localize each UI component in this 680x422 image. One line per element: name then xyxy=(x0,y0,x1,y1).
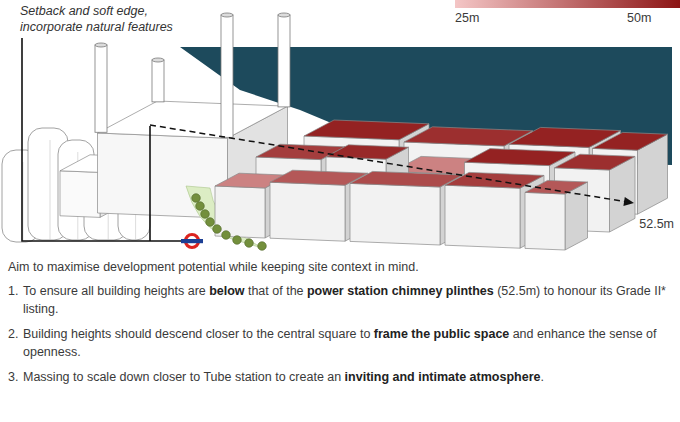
chimney-shaft xyxy=(221,15,233,137)
list-item: 3. Massing to scale down closer to Tube s… xyxy=(8,368,672,386)
height-datum-line xyxy=(150,125,626,202)
power-station xyxy=(60,13,290,218)
building-front xyxy=(525,192,565,250)
chimney-shaft xyxy=(95,45,107,132)
chimney-top xyxy=(278,13,290,17)
tree xyxy=(258,242,267,251)
building-front xyxy=(445,185,520,248)
tree xyxy=(222,231,231,240)
tree xyxy=(206,218,215,227)
leader-lines xyxy=(22,38,182,241)
building-edge xyxy=(50,140,51,240)
list-text: Massing to scale down closer to Tube sta… xyxy=(23,368,672,386)
chimney-top xyxy=(95,43,107,47)
leader-line xyxy=(149,126,151,241)
emphasis-text: power station chimney plinthes xyxy=(307,284,494,298)
tube-roundel xyxy=(181,235,203,248)
tree xyxy=(196,202,205,211)
tree xyxy=(245,239,254,248)
height-label: 52.5m xyxy=(637,216,676,232)
chimney xyxy=(278,13,290,107)
building-front xyxy=(60,171,100,218)
list-number: 3. xyxy=(8,368,18,386)
building-roof xyxy=(525,180,588,194)
tree xyxy=(233,236,242,245)
list-text: To ensure all building heights arebelowt… xyxy=(23,282,672,318)
tree xyxy=(213,225,222,234)
emphasis-text: frame the public space xyxy=(374,327,509,341)
body-text: . xyxy=(540,370,543,384)
building-roof xyxy=(304,120,429,140)
height-gradient-bar xyxy=(455,0,680,8)
building-roof xyxy=(98,101,288,138)
body-text: To ensure all building heights are xyxy=(23,284,206,298)
body-text: that of the xyxy=(248,284,304,298)
building-roof xyxy=(555,154,636,170)
legend-value: 25m xyxy=(455,10,479,26)
design-principles-list: 1. To ensure all building heights arebelo… xyxy=(8,282,672,393)
list-text: Building heights should descend closer t… xyxy=(23,325,672,361)
body-text: Building heights should descend closer t… xyxy=(23,327,370,341)
building-roof xyxy=(465,149,576,166)
legend-value: 50m xyxy=(627,10,651,26)
chimney-top xyxy=(152,58,164,62)
intro-text: Aim to maximise development potential wh… xyxy=(8,259,673,275)
chimney-top xyxy=(221,13,233,17)
list-item: 1. To ensure all building heights arebelo… xyxy=(8,282,672,318)
body-text: Massing to scale down closer to Tube sta… xyxy=(23,370,341,384)
building-roof xyxy=(326,145,409,159)
chimney xyxy=(221,13,233,137)
chimney-shaft xyxy=(152,60,164,102)
list-item: 2. Building heights should descend closer… xyxy=(8,325,672,361)
leader-line xyxy=(22,38,182,241)
chimney xyxy=(95,43,107,132)
arrowhead xyxy=(623,197,634,206)
tree xyxy=(201,210,210,219)
annotation-text: Setback and soft edge, incorporate natur… xyxy=(20,3,210,35)
building-front xyxy=(350,183,440,245)
emphasis-text: inviting and intimate atmosphere xyxy=(345,370,541,384)
list-number: 1. xyxy=(8,282,18,300)
roundel-bar xyxy=(181,239,203,243)
building-front xyxy=(270,182,345,241)
building-roof xyxy=(593,132,668,150)
proposed-buildings xyxy=(215,120,668,250)
emphasis-text: below xyxy=(209,284,244,298)
tree xyxy=(192,194,201,203)
chimney-shaft xyxy=(278,15,290,107)
building-front xyxy=(215,186,265,238)
list-number: 2. xyxy=(8,325,18,343)
chimney xyxy=(152,58,164,102)
